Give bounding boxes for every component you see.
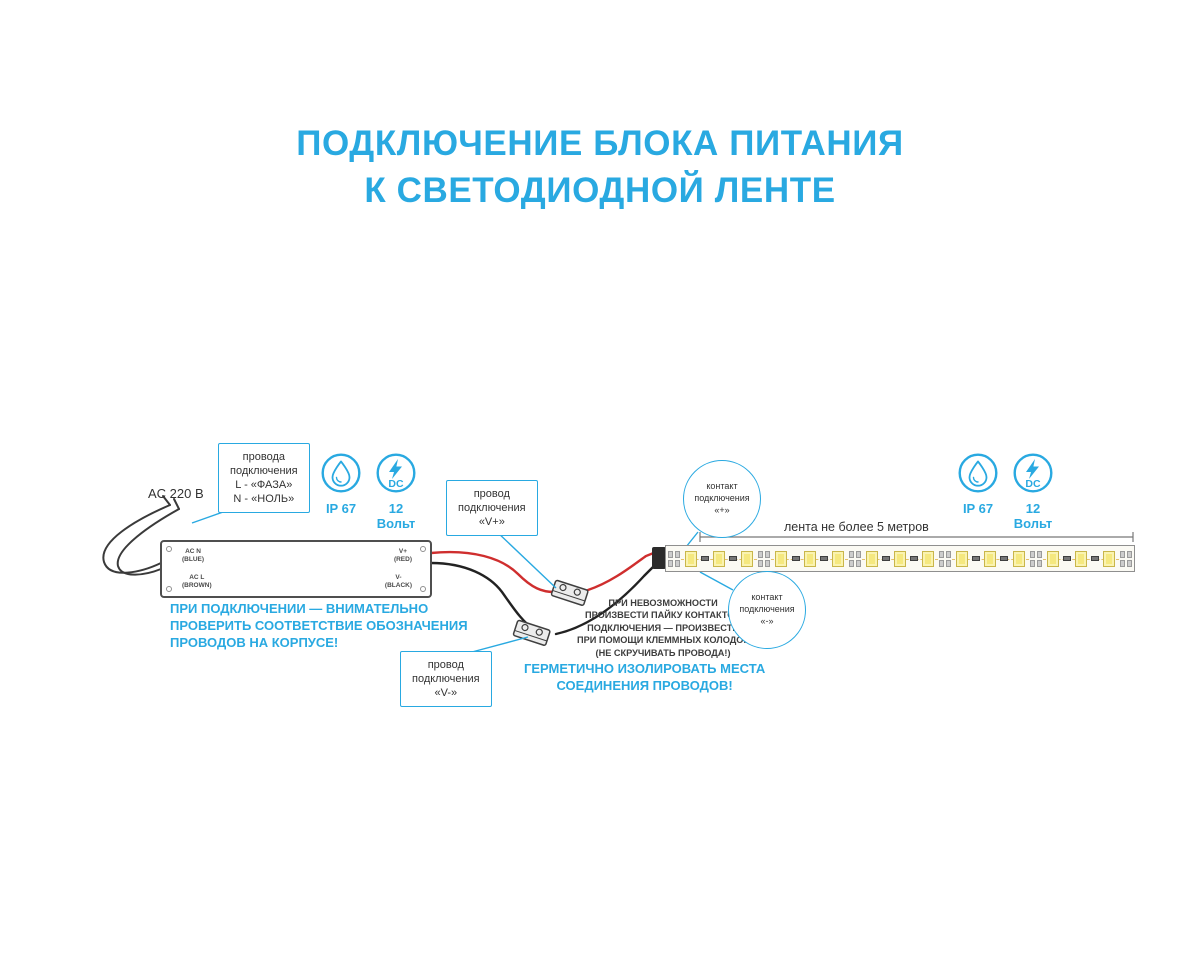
plus-contact-callout: контакт подключения «+»: [683, 460, 761, 538]
waterproof-drop-icon: [321, 453, 361, 498]
rating-icons-right: IP 67 DC 12 Вольт: [955, 453, 1056, 532]
ip67-rating: IP 67: [955, 453, 1001, 532]
psu-terminal-vplus: V+ (RED): [393, 548, 412, 563]
strip-length-label: лента не более 5 метров: [778, 520, 935, 534]
vplus-callout-leader: [494, 529, 557, 589]
power-supply-unit: AC N (BLUE) AC L (BROWN) V+ (RED) V- (BL…: [160, 540, 432, 598]
led-strip: [665, 545, 1135, 572]
dc-voltage-rating: DC 12 Вольт: [373, 453, 419, 532]
terminal-block-vminus: [512, 619, 551, 646]
minus-contact-leader: [699, 571, 734, 591]
ac-voltage-label: AC 220 В: [148, 486, 204, 501]
screw-icon: [420, 586, 426, 592]
terminal-block-vplus: [550, 579, 589, 606]
psu-terminal-vminus: V- (BLACK): [384, 574, 412, 590]
screw-icon: [166, 586, 172, 592]
voltage-label: 12 Вольт: [376, 501, 416, 531]
rating-icons-left: IP 67 DC 12 Вольт: [318, 453, 419, 532]
page-title: ПОДКЛЮЧЕНИЕ БЛОКА ПИТАНИЯ К СВЕТОДИОДНОЙ…: [0, 120, 1200, 215]
dc-label: DC: [388, 478, 404, 490]
minus-contact-callout: контакт подключения «-»: [728, 571, 806, 649]
dc-output-wires: [429, 550, 556, 633]
ip-rating-label: IP 67: [962, 501, 994, 516]
strip-connector: [652, 547, 666, 569]
title-line2: К СВЕТОДИОДНОЙ ЛЕНТЕ: [364, 171, 836, 211]
plus-contact-leader: [685, 531, 699, 548]
seal-joints-note: ГЕРМЕТИЧНО ИЗОЛИРОВАТЬ МЕСТА СОЕДИНЕНИЯ …: [524, 661, 766, 693]
ip67-rating: IP 67: [318, 453, 364, 532]
ip-rating-label: IP 67: [325, 501, 357, 516]
title-line1: ПОДКЛЮЧЕНИЕ БЛОКА ПИТАНИЯ: [296, 124, 904, 163]
ac-input-wires: [102, 495, 180, 576]
led-strip-body: [667, 547, 1133, 570]
vplus-wire-callout: провод подключения «V+»: [446, 480, 538, 537]
screw-icon: [166, 546, 172, 552]
strip-lead-wires: [554, 550, 658, 636]
psu-terminal-acn: AC N (BLUE): [182, 548, 205, 563]
screw-icon: [420, 546, 426, 552]
dc-voltage-rating: DC 12 Вольт: [1010, 453, 1056, 532]
dc-label: DC: [1025, 478, 1041, 490]
psu-terminal-acl: AC L (BROWN): [182, 574, 212, 590]
psu-warning-note: ПРИ ПОДКЛЮЧЕНИИ — ВНИМАТЕЛЬНО ПРОВЕРИТЬ …: [170, 601, 468, 650]
dc-lightning-icon: DC: [376, 453, 416, 498]
terminal-blocks-note: ПРИ НЕВОЗМОЖНОСТИ ПРОИЗВЕСТИ ПАЙКУ КОНТА…: [577, 598, 750, 658]
waterproof-drop-icon: [958, 453, 998, 498]
input-wires-callout: провода подключения L - «ФАЗА» N - «НОЛЬ…: [218, 443, 310, 514]
strip-dimension-line: [699, 532, 1134, 542]
dc-lightning-icon: DC: [1013, 453, 1053, 498]
vminus-wire-callout: провод подключения «V-»: [400, 651, 492, 708]
voltage-label: 12 Вольт: [1013, 501, 1053, 531]
vminus-callout-leader: [471, 636, 529, 653]
